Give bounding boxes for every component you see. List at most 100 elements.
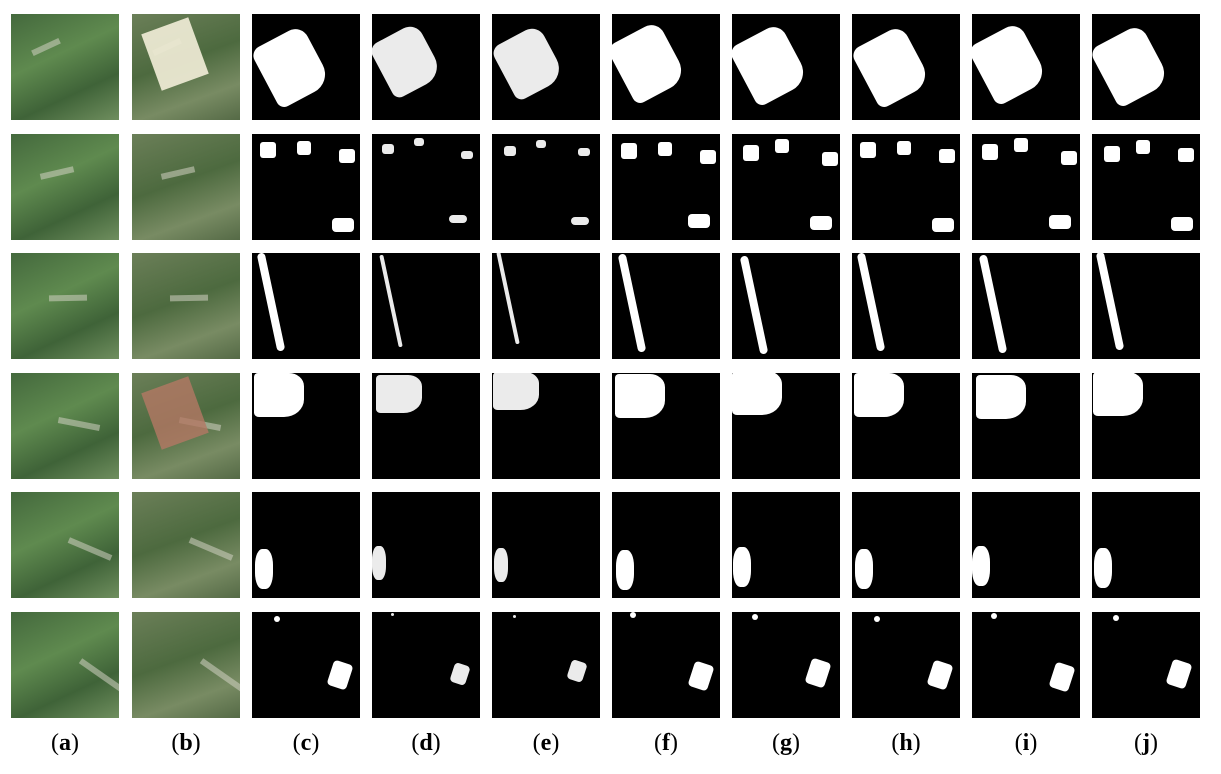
segmentation-mask xyxy=(1092,492,1200,598)
change-region xyxy=(492,23,566,103)
change-region xyxy=(926,659,954,691)
satellite-image xyxy=(11,14,119,120)
change-region xyxy=(752,614,758,620)
change-region xyxy=(932,218,954,232)
change-region xyxy=(860,142,876,158)
change-region xyxy=(939,149,955,163)
change-region xyxy=(1171,217,1193,231)
change-region xyxy=(1061,151,1077,165)
change-region xyxy=(376,375,422,413)
satellite-image xyxy=(132,134,240,240)
road-feature xyxy=(199,658,240,692)
caption-f: (f) xyxy=(654,730,678,756)
change-region xyxy=(326,659,354,691)
segmentation-mask xyxy=(252,134,360,240)
road-feature xyxy=(39,166,75,180)
change-region xyxy=(810,216,832,230)
segmentation-mask xyxy=(852,134,960,240)
change-region xyxy=(372,21,444,101)
segmentation-mask xyxy=(1092,134,1200,240)
change-region xyxy=(494,548,508,582)
segmentation-mask xyxy=(852,14,960,120)
change-region xyxy=(854,373,904,417)
segmentation-mask xyxy=(492,492,600,598)
change-region xyxy=(856,253,886,352)
change-region xyxy=(449,215,467,223)
segmentation-mask xyxy=(612,612,720,718)
caption-b: (b) xyxy=(171,730,201,756)
segmentation-mask xyxy=(972,373,1080,479)
change-region xyxy=(874,616,880,622)
change-region xyxy=(571,217,589,225)
change-region xyxy=(733,547,751,587)
caption-g: (g) xyxy=(772,730,800,756)
change-region xyxy=(504,146,516,156)
segmentation-mask xyxy=(972,253,1080,359)
change-region xyxy=(461,151,473,159)
satellite-image xyxy=(11,612,119,718)
caption-j: (j) xyxy=(1134,730,1158,756)
change-region xyxy=(391,613,394,616)
road-feature xyxy=(169,294,209,302)
change-region xyxy=(743,145,759,161)
change-region xyxy=(1049,215,1071,229)
change-region xyxy=(1165,658,1193,690)
change-region xyxy=(379,254,403,348)
change-region xyxy=(991,613,997,619)
road-feature xyxy=(57,417,101,431)
caption-e: (e) xyxy=(532,730,560,756)
change-region xyxy=(252,24,333,110)
change-region xyxy=(1136,140,1150,154)
caption-h: (h) xyxy=(891,730,921,756)
change-region xyxy=(1094,548,1112,588)
segmentation-mask xyxy=(852,373,960,479)
satellite-image xyxy=(132,14,240,120)
segmentation-mask xyxy=(732,612,840,718)
change-region xyxy=(297,141,311,155)
change-region xyxy=(630,612,636,618)
segmentation-mask xyxy=(492,134,600,240)
change-region xyxy=(732,373,782,415)
segmentation-mask xyxy=(972,14,1080,120)
change-region xyxy=(332,218,354,232)
change-region xyxy=(822,152,838,166)
change-region xyxy=(978,254,1008,354)
change-region xyxy=(775,139,789,153)
segmentation-mask xyxy=(372,253,480,359)
change-region xyxy=(700,150,716,164)
change-region xyxy=(1093,373,1143,416)
segmentation-mask xyxy=(852,612,960,718)
change-region xyxy=(982,144,998,160)
change-region xyxy=(732,22,811,108)
segmentation-mask xyxy=(972,134,1080,240)
road-feature xyxy=(31,37,61,57)
change-region xyxy=(1113,615,1119,621)
change-region xyxy=(688,214,710,228)
change-region xyxy=(804,657,832,689)
change-region xyxy=(1092,23,1172,109)
satellite-image xyxy=(132,612,240,718)
change-region xyxy=(612,20,689,106)
road-feature xyxy=(188,537,234,561)
segmentation-mask xyxy=(372,492,480,598)
road-feature xyxy=(48,294,88,302)
change-region xyxy=(449,662,471,686)
satellite-image xyxy=(11,492,119,598)
segmentation-mask xyxy=(732,492,840,598)
change-region xyxy=(617,253,647,353)
road-feature xyxy=(67,537,113,561)
change-region xyxy=(1014,138,1028,152)
segmentation-mask xyxy=(1092,14,1200,120)
satellite-image xyxy=(11,134,119,240)
segmentation-mask xyxy=(612,492,720,598)
road-feature xyxy=(160,166,196,180)
road-feature xyxy=(78,658,119,692)
segmentation-mask xyxy=(252,612,360,718)
change-region xyxy=(1048,661,1076,693)
segmentation-mask xyxy=(492,373,600,479)
change-region xyxy=(255,549,273,589)
change-region xyxy=(855,549,873,589)
segmentation-mask xyxy=(972,612,1080,718)
segmentation-mask xyxy=(972,492,1080,598)
